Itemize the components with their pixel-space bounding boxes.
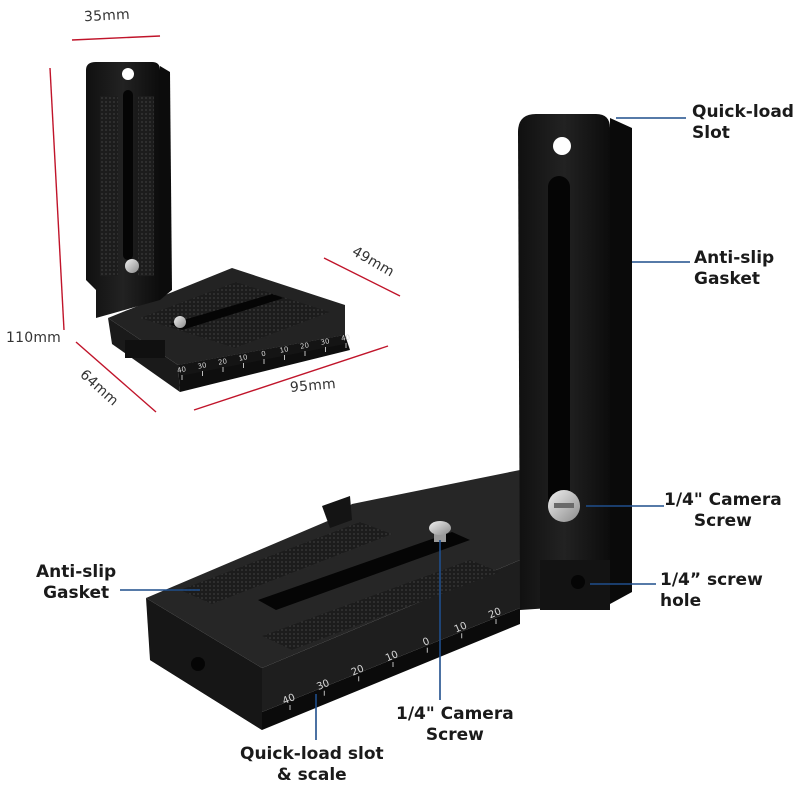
dim-width-top-label: 35mm bbox=[83, 6, 131, 26]
small-scale-tick-label: 20 bbox=[299, 341, 309, 351]
small-top-hole bbox=[122, 68, 134, 80]
large-base-knurl-left bbox=[180, 522, 392, 604]
large-scale: 40 30 20 10 0 10 20 bbox=[281, 606, 503, 710]
callout-camera-screw-right: 1/4" Camera Screw bbox=[664, 490, 782, 531]
large-screw-hole bbox=[571, 575, 585, 589]
small-scale-tick-label: 30 bbox=[197, 361, 207, 371]
small-scale-tick-label: 10 bbox=[238, 353, 248, 363]
small-scale-tick-label: 30 bbox=[320, 337, 330, 347]
small-scale-tick-label: 20 bbox=[217, 357, 227, 367]
dim-height-label: 110mm bbox=[6, 330, 61, 346]
large-vertical-side bbox=[610, 118, 632, 604]
small-base-knurl bbox=[140, 282, 330, 348]
large-base-scale-strip bbox=[262, 560, 520, 712]
large-top-hole bbox=[553, 137, 571, 155]
large-scale-tick-label: 40 bbox=[281, 692, 297, 707]
callout-quick-load-scale: Quick-load slot & scale bbox=[240, 744, 384, 785]
small-scale-tick-label: 0 bbox=[261, 350, 267, 359]
callout-camera-screw-bottom: 1/4" Camera Screw bbox=[396, 704, 514, 745]
large-vertical-slot bbox=[548, 176, 570, 512]
small-scale: 40 30 20 10 0 10 20 30 40 bbox=[176, 333, 351, 380]
small-vertical-knurl-left bbox=[100, 96, 118, 276]
small-base-scale-strip bbox=[178, 335, 345, 376]
large-base-slot bbox=[258, 532, 470, 610]
small-base-screw bbox=[174, 316, 186, 328]
callout-screw-hole: 1/4” screw hole bbox=[660, 570, 763, 611]
callout-anti-slip-gasket-right: Anti-slip Gasket bbox=[694, 248, 775, 289]
large-scale-tick-label: 20 bbox=[350, 663, 366, 678]
small-vertical-screw bbox=[125, 259, 139, 273]
dim-line-width-base bbox=[323, 257, 401, 297]
large-base-camera-screw bbox=[429, 521, 451, 535]
small-scale-tick-label: 40 bbox=[176, 365, 186, 375]
large-base-front-hole bbox=[191, 657, 205, 671]
dim-line-width-top bbox=[71, 35, 161, 41]
large-base-top bbox=[146, 470, 520, 668]
large-scale-tick-label: 20 bbox=[487, 606, 503, 621]
large-scale-tick-label: 10 bbox=[384, 649, 400, 664]
large-l-bracket: 40 30 20 10 0 10 20 bbox=[146, 114, 632, 730]
large-scale-tick-label: 10 bbox=[453, 620, 469, 635]
small-base-slot bbox=[170, 294, 284, 330]
small-scale-tick-label: 10 bbox=[279, 345, 289, 355]
small-vertical-side bbox=[160, 66, 172, 300]
small-base-bottom bbox=[125, 340, 165, 358]
callout-quick-load-slot: Quick-load Slot bbox=[692, 102, 794, 143]
callout-anti-slip-gasket-left: Anti-slip Gasket bbox=[36, 562, 117, 603]
small-vertical-slot bbox=[123, 90, 133, 260]
dim-line-length bbox=[193, 345, 389, 411]
small-vertical-knurl-right bbox=[138, 96, 154, 276]
dim-line-depth bbox=[75, 341, 157, 413]
dim-line-height bbox=[49, 67, 65, 331]
large-scale-tick-label: 0 bbox=[421, 636, 431, 649]
large-base-notch bbox=[322, 496, 352, 528]
dimension-lines bbox=[49, 35, 401, 413]
leader-lines bbox=[120, 117, 690, 740]
small-scale-tick-label: 40 bbox=[340, 333, 350, 343]
large-scale-tick-label: 30 bbox=[315, 678, 331, 693]
small-l-bracket: 40 30 20 10 0 10 20 30 40 bbox=[86, 62, 351, 392]
large-vertical-screw-slot bbox=[554, 503, 574, 508]
